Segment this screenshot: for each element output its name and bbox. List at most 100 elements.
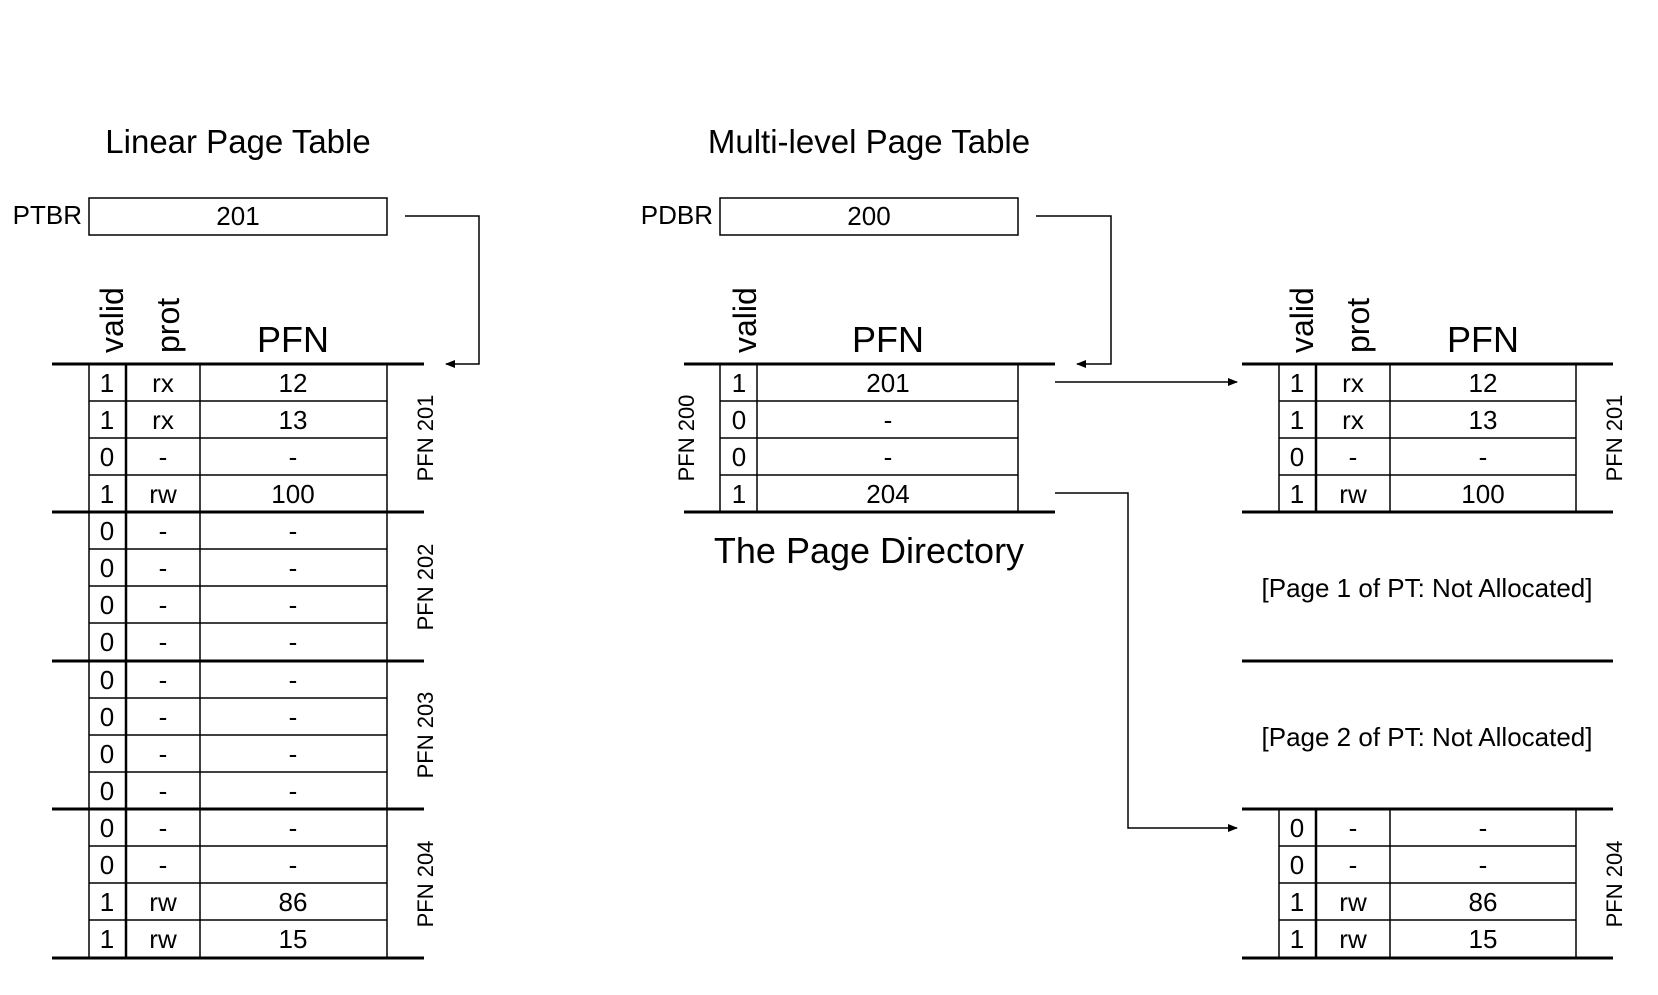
- pt-pfn-cell: 100: [1461, 479, 1504, 509]
- linear-page-label: PFN 203: [413, 692, 438, 779]
- linear-pfn-cell: 12: [279, 368, 308, 398]
- linear-prot-cell: -: [159, 627, 168, 657]
- pt-prot-cell: rw: [1339, 887, 1367, 917]
- linear-valid-cell: 0: [100, 553, 114, 583]
- ptbr-box: [88, 197, 388, 236]
- pt-prot-cell: rw: [1339, 479, 1367, 509]
- linear-pfn-cell: -: [289, 553, 298, 583]
- pt-pfn-cell: -: [1479, 442, 1488, 472]
- linear-valid-cell: 1: [100, 924, 114, 954]
- pt-pfn-cell: 13: [1469, 405, 1498, 435]
- pt-prot-cell: -: [1349, 813, 1358, 843]
- pt-header-valid: valid: [1284, 287, 1320, 353]
- linear-prot-cell: rx: [152, 368, 174, 398]
- pdbr-label: PDBR: [641, 200, 713, 230]
- pt-header-prot: prot: [1340, 298, 1376, 353]
- linear-valid-cell: 0: [100, 442, 114, 472]
- linear-pfn-cell: -: [289, 813, 298, 843]
- linear-page-label: PFN 202: [413, 544, 438, 631]
- linear-page-table: Linear Page Table PTBR 201 valid prot PF…: [13, 123, 480, 960]
- dir-entry-arrow: [1055, 492, 1238, 832]
- linear-prot-cell: -: [159, 850, 168, 880]
- linear-prot-cell: -: [159, 442, 168, 472]
- pt-valid-cell: 1: [1290, 479, 1304, 509]
- pt-header-pfn: PFN: [1447, 319, 1519, 360]
- pt-pfn-cell: 86: [1469, 887, 1498, 917]
- linear-valid-cell: 1: [100, 405, 114, 435]
- pt-prot-cell: rx: [1342, 368, 1364, 398]
- linear-valid-cell: 0: [100, 776, 114, 806]
- pt-valid-cell: 1: [1290, 887, 1304, 917]
- pt-pfn-cell: 12: [1469, 368, 1498, 398]
- linear-valid-cell: 0: [100, 739, 114, 769]
- linear-page-label: PFN 204: [413, 841, 438, 928]
- linear-pfn-cell: -: [289, 516, 298, 546]
- dir-valid-cell: 1: [732, 368, 746, 398]
- dir-valid-cell: 1: [732, 479, 746, 509]
- linear-valid-cell: 0: [100, 516, 114, 546]
- pt-prot-cell: rx: [1342, 405, 1364, 435]
- dir-valid-cell: 0: [732, 405, 746, 435]
- pt-valid-cell: 0: [1290, 850, 1304, 880]
- pt-prot-cell: -: [1349, 850, 1358, 880]
- linear-pfn-cell: -: [289, 850, 298, 880]
- linear-prot-cell: -: [159, 665, 168, 695]
- dir-caption: The Page Directory: [714, 530, 1024, 571]
- pt-page-label: PFN 201: [1602, 395, 1627, 482]
- dir-pfn-cell: -: [884, 442, 893, 472]
- linear-page-label: PFN 201: [413, 395, 438, 482]
- linear-prot-cell: -: [159, 739, 168, 769]
- pt-pfn-cell: -: [1479, 850, 1488, 880]
- dir-label: PFN 200: [674, 395, 699, 482]
- linear-valid-cell: 0: [100, 813, 114, 843]
- linear-valid-cell: 0: [100, 590, 114, 620]
- linear-pfn-cell: 86: [279, 887, 308, 917]
- linear-pfn-cell: 15: [279, 924, 308, 954]
- pt-valid-cell: 1: [1290, 924, 1304, 954]
- ptbr-value: 201: [216, 201, 259, 231]
- pdbr-value: 200: [847, 201, 890, 231]
- linear-prot-cell: -: [159, 776, 168, 806]
- linear-valid-cell: 1: [100, 479, 114, 509]
- linear-prot-cell: -: [159, 516, 168, 546]
- linear-prot-cell: -: [159, 702, 168, 732]
- dir-valid-cell: 0: [732, 442, 746, 472]
- linear-prot-cell: -: [159, 590, 168, 620]
- linear-header-prot: prot: [150, 298, 186, 353]
- pt-valid-cell: 1: [1290, 405, 1304, 435]
- multi-title: Multi-level Page Table: [708, 123, 1030, 160]
- linear-pfn-cell: -: [289, 702, 298, 732]
- linear-valid-cell: 0: [100, 702, 114, 732]
- linear-valid-cell: 0: [100, 627, 114, 657]
- linear-pfn-cell: 100: [271, 479, 314, 509]
- linear-valid-cell: 1: [100, 368, 114, 398]
- linear-prot-cell: -: [159, 813, 168, 843]
- dir-header-pfn: PFN: [852, 319, 924, 360]
- linear-valid-cell: 0: [100, 665, 114, 695]
- linear-prot-cell: rw: [149, 924, 177, 954]
- linear-pfn-cell: -: [289, 442, 298, 472]
- pt-prot-cell: -: [1349, 442, 1358, 472]
- linear-pfn-cell: -: [289, 590, 298, 620]
- pt-pfn-cell: 15: [1469, 924, 1498, 954]
- dir-pfn-cell: 201: [866, 368, 909, 398]
- linear-pfn-cell: -: [289, 665, 298, 695]
- pt-page1-note: [Page 1 of PT: Not Allocated]: [1262, 573, 1593, 603]
- linear-valid-cell: 1: [100, 887, 114, 917]
- linear-prot-cell: rw: [149, 479, 177, 509]
- linear-header-pfn: PFN: [257, 319, 329, 360]
- pt-valid-cell: 0: [1290, 442, 1304, 472]
- pt-valid-cell: 1: [1290, 368, 1304, 398]
- linear-pfn-cell: 13: [279, 405, 308, 435]
- linear-prot-cell: -: [159, 553, 168, 583]
- linear-pfn-cell: -: [289, 627, 298, 657]
- pt-valid-cell: 0: [1290, 813, 1304, 843]
- pdbr-arrow: [1036, 215, 1112, 368]
- linear-title: Linear Page Table: [105, 123, 370, 160]
- linear-header-valid: valid: [94, 287, 130, 353]
- ptbr-arrow: [405, 215, 480, 368]
- pdbr-box: [719, 197, 1019, 236]
- linear-valid-cell: 0: [100, 850, 114, 880]
- pt-page-label: PFN 204: [1602, 841, 1627, 928]
